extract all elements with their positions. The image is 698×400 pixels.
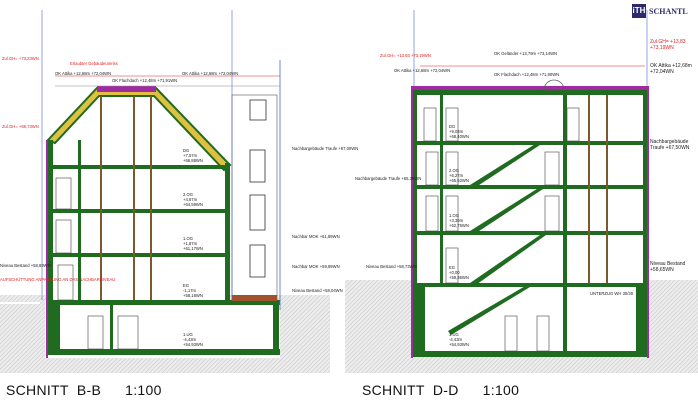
level-abs: +61,17WN xyxy=(183,246,203,251)
annotation: UNTERZUG WH 30/30 xyxy=(590,291,634,296)
annotation: Nachbargebäude Traufe +67,00WN xyxy=(292,146,358,151)
annotation: Nachbar MOK +61,89WN xyxy=(292,234,340,239)
annotation: AUFSCHÜTTUNG ANPASSUNG AN DAS NACHBARNIV… xyxy=(0,277,115,282)
section-title-bb: SCHNITT B-B 1:100 xyxy=(6,382,162,398)
section-scale: 1:100 xyxy=(125,382,162,398)
level-name: DG xyxy=(449,124,455,129)
logo: iTH SCHANTL xyxy=(632,4,688,18)
level-name: 1.UG xyxy=(183,332,193,337)
annotations-bb: OK Attika +12,68m +72,04WN OK Flachdach … xyxy=(0,56,358,293)
level-rel: -1,17m xyxy=(183,288,197,293)
annotation: OK Attika +12,68m +72,04WN xyxy=(55,71,111,76)
level-rel: +0,00 xyxy=(449,270,460,275)
level-abs: +65,62WN xyxy=(449,178,469,183)
level-name: 1.OG xyxy=(183,236,193,241)
annotation: Nachbargebäude Traufe +67,50WN xyxy=(650,139,690,151)
section-dd-building xyxy=(411,10,649,358)
level-name: 1.OG xyxy=(449,213,459,218)
annotation: OK Attika +12,68m +72,04WN xyxy=(650,63,692,75)
annotation: OK Flachdach +12,48m +71,90WN xyxy=(494,72,559,77)
annotation: OK Geländer +13,79m +73,14WN xyxy=(494,51,557,56)
logo-name: SCHANTL xyxy=(649,6,688,16)
annotation: Niveau Bestand +58,65WN xyxy=(650,261,686,273)
level-rel: +7,57m xyxy=(183,153,198,158)
annotation: Zul.GH= +73,23WN xyxy=(2,56,39,61)
level-name: 1.UG xyxy=(449,332,459,337)
level-abs: +62,75WN xyxy=(449,223,469,228)
level-abs: +59,36WN xyxy=(449,275,469,280)
section-bb-building xyxy=(41,10,281,358)
section-title-dd: SCHNITT D-D 1:100 xyxy=(362,382,519,398)
annotation: Zul.GH= +68,73WN xyxy=(2,124,39,129)
logo-mark: iTH xyxy=(632,4,646,18)
annotation: Nachbargebäude Traufe +65,39WN xyxy=(355,176,421,181)
annotation: OK Flachdach +12,48m +71,91WN xyxy=(112,78,177,83)
annotation: Erlaubter Gebäudeumriss xyxy=(70,61,118,66)
level-abs: +54,93WN xyxy=(449,342,469,347)
annotation: Nachbar MOK +59,89WN xyxy=(292,264,340,269)
annotation: OK Attika +12,68m +72,04WN xyxy=(182,71,238,76)
level-name: EG xyxy=(449,265,455,270)
section-name: SCHNITT D-D xyxy=(362,382,459,398)
levels-dd: DG +9,03m +68,40WN 2.OG +6,27m +65,62WN … xyxy=(449,124,469,347)
level-abs: +68,40WN xyxy=(449,134,469,139)
annotation: Zul.GH= +13,83 +73,19WN xyxy=(380,53,431,58)
annotation: Zul.GH= +13,83 +73,19WN xyxy=(650,39,686,51)
section-name: SCHNITT B-B xyxy=(6,382,102,398)
level-abs: +64,59WN xyxy=(183,202,203,207)
level-rel: -4,43m xyxy=(449,337,463,342)
level-name: 2.OG xyxy=(449,168,459,173)
level-rel: +1,87m xyxy=(183,241,198,246)
level-rel: +4,67m xyxy=(183,197,198,202)
level-rel: +3,39m xyxy=(449,218,464,223)
level-abs: +66,88WN xyxy=(183,158,203,163)
level-rel: -4,43m xyxy=(183,337,197,342)
level-name: DG xyxy=(183,148,189,153)
svg-text:DG: DG xyxy=(183,148,189,153)
annotation: Niveau Bestand +58,73WN xyxy=(366,264,417,269)
level-name: EG xyxy=(183,283,189,288)
annotation: Niveau Bestand +58,89WN xyxy=(0,263,51,268)
level-rel: +6,27m xyxy=(449,173,464,178)
annotations-dd: OK Geländer +13,79m +73,14WN OK Flachdac… xyxy=(355,51,634,296)
level-abs: +58,18WN xyxy=(183,293,203,298)
annotation: Niveau Bestand +58,04WN xyxy=(292,288,343,293)
section-scale: 1:100 xyxy=(482,382,520,398)
level-name: 2.OG xyxy=(183,192,193,197)
level-abs: +54,93WN xyxy=(183,342,203,347)
level-rel: +9,03m xyxy=(449,129,464,134)
annotation: OK Attika +12,68m +72,04WN xyxy=(394,68,450,73)
levels-bb: DG +7,57m +66,88WN 2.OG +4,67m +64,59WN … xyxy=(183,148,203,347)
